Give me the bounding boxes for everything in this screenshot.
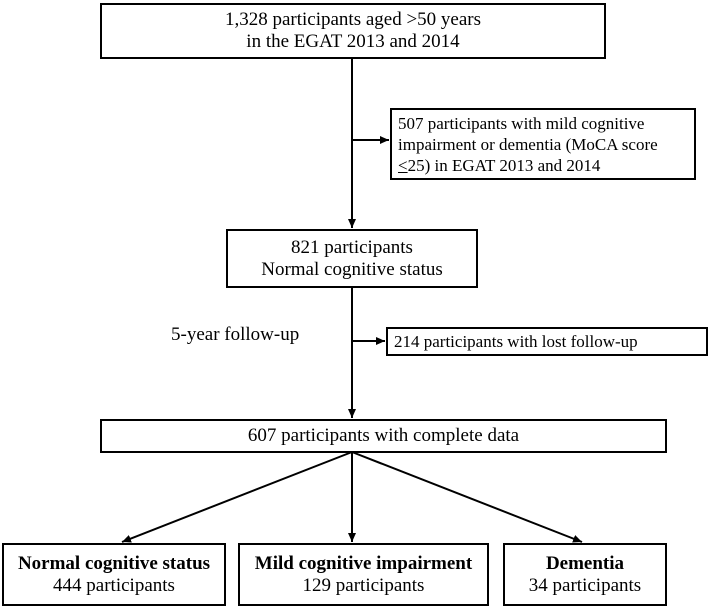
start-line-2: in the EGAT 2013 and 2014 xyxy=(246,31,460,52)
complete-data-line-1: 607 participants with complete data xyxy=(247,425,520,446)
outcome-normal-count: 444 participants xyxy=(53,574,175,596)
excluded-line-2: impairment or dementia (MoCA score xyxy=(398,134,658,154)
outcome-dementia-title: Dementia xyxy=(545,552,625,574)
normal-baseline-line-2: Normal cognitive status xyxy=(261,258,443,280)
normal-baseline-box: 821 participants Normal cognitive status xyxy=(226,229,478,288)
excluded-line-1: 507 participants with mild cognitive xyxy=(398,113,645,133)
normal-baseline-line-1: 821 participants xyxy=(291,236,413,258)
arrow-to-outcome-normal xyxy=(121,451,353,543)
followup-label: 5-year follow-up xyxy=(171,324,300,345)
start-line-1: 1,328 participants aged >50 years xyxy=(224,9,482,30)
outcome-dementia-box: Dementia 34 participants xyxy=(503,543,667,606)
outcome-mci-count: 129 participants xyxy=(302,574,425,596)
excluded-impairment-box: 507 participants with mild cognitive imp… xyxy=(390,108,696,180)
outcome-normal-title: Normal cognitive status xyxy=(17,552,211,574)
lost-followup-box: 214 participants with lost follow-up xyxy=(386,327,708,356)
complete-data-box: 607 participants with complete data xyxy=(100,419,667,453)
outcome-mci-title: Mild cognitive impairment xyxy=(254,552,473,574)
outcome-mci-box: Mild cognitive impairment 129 participan… xyxy=(238,543,489,606)
outcome-normal-box: Normal cognitive status 444 participants xyxy=(2,543,226,606)
excluded-line-3-rest: 25) in EGAT 2013 and 2014 xyxy=(407,155,601,175)
excluded-line-3: <25) in EGAT 2013 and 2014 xyxy=(398,155,600,176)
start-population-box: 1,328 participants aged >50 years in the… xyxy=(100,3,606,59)
lost-followup-line-1: 214 participants with lost follow-up xyxy=(394,332,638,351)
outcome-dementia-count: 34 participants xyxy=(528,574,642,596)
arrow-to-outcome-dementia xyxy=(351,451,583,543)
less-equal-symbol: < xyxy=(398,155,408,175)
